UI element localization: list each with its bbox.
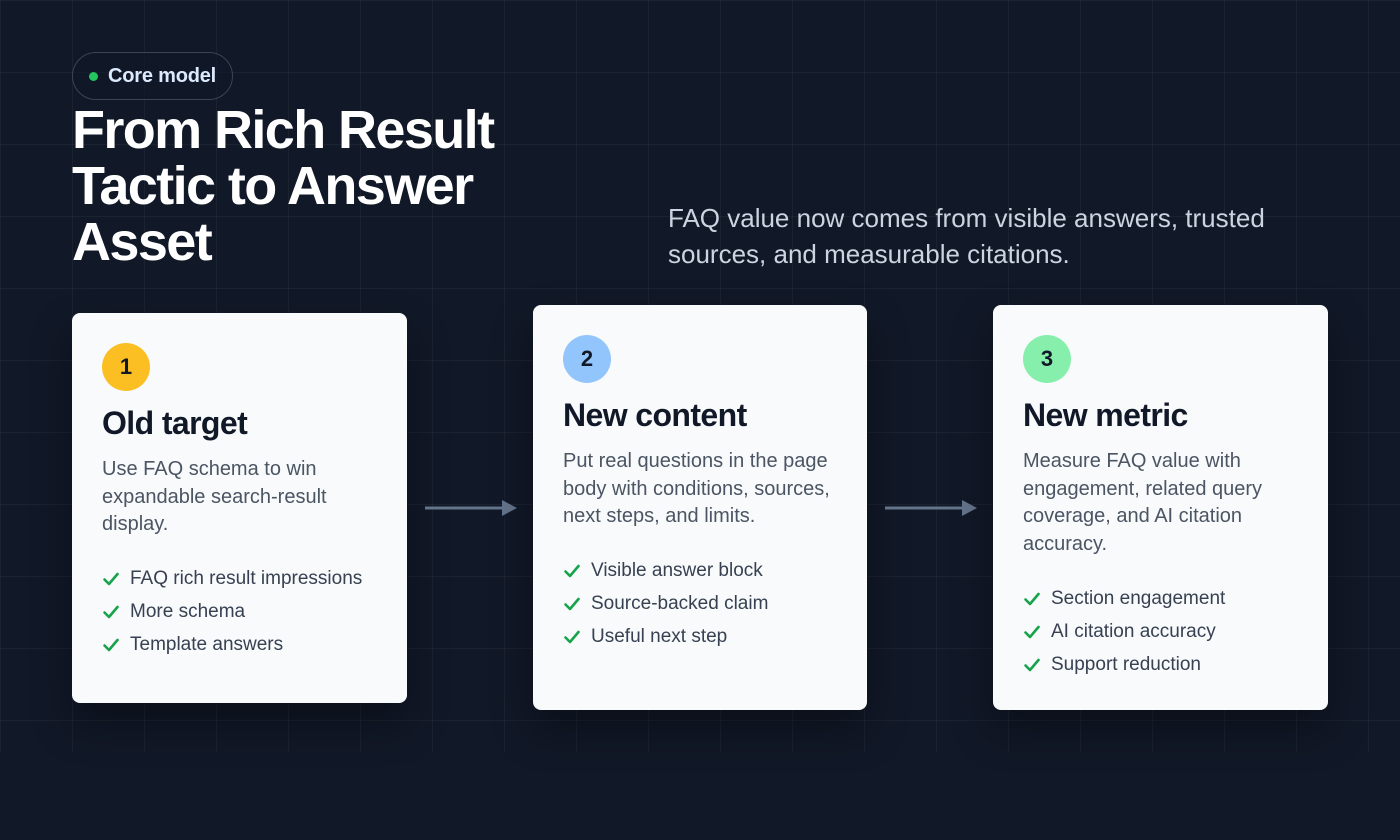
check-icon [1024,592,1040,605]
check-icon [103,605,119,619]
checklist-item: Template answers [102,629,377,662]
step-card-old-target: 1 Old target Use FAQ schema to win expan… [72,313,407,703]
step-number-badge: 2 [563,335,611,383]
card-title: New content [563,397,747,433]
checklist-item-label: Template answers [130,634,284,655]
page-title: From Rich Result Tactic to Answer Asset [72,100,495,272]
checklist-item: More schema [102,596,377,629]
step-card-new-metric: 3 New metric Measure FAQ value with enga… [993,305,1328,710]
checklist-item: FAQ rich result impressions [102,563,377,596]
checklist: FAQ rich result impressions More schema … [102,563,377,662]
card-description: Put real questions in the page body with… [563,450,830,527]
step-number-badge: 1 [102,343,150,391]
check-icon [564,597,580,611]
card-title: Old target [102,405,248,441]
check-icon [103,572,119,586]
checklist-item-label: Source-backed claim [591,593,769,614]
checklist-item: Support reduction [1023,648,1298,681]
checklist-item-label: More schema [130,601,246,622]
check-icon [1024,658,1040,671]
status-dot-icon [89,71,98,81]
card-title: New metric [1023,397,1188,433]
step-card-new-content: 2 New content Put real questions in the … [533,305,867,710]
card-description: Use FAQ schema to win expandable search-… [102,458,327,535]
checklist-item: Useful next step [563,621,837,654]
badge-label: Core model [108,64,217,87]
checklist-item-label: AI citation accuracy [1051,620,1216,642]
check-icon [564,630,580,644]
checklist-item-label: Section engagement [1051,587,1226,609]
checklist-item: Source-backed claim [563,588,837,621]
page-subtitle: FAQ value now comes from visible answers… [668,203,1265,269]
arrow-right-icon [885,500,977,516]
checklist: Visible answer block Source-backed claim… [563,555,837,654]
card-description: Measure FAQ value with engagement, relat… [1023,450,1263,555]
check-icon [1024,625,1040,638]
check-icon [564,564,580,578]
checklist-item-label: FAQ rich result impressions [130,568,363,589]
checklist: Section engagement AI citation accuracy … [1023,582,1298,681]
section-badge: Core model [72,52,234,100]
checklist-item-label: Visible answer block [591,560,763,581]
checklist-item: AI citation accuracy [1023,615,1298,648]
checklist-item-label: Support reduction [1051,653,1201,675]
checklist-item: Section engagement [1023,582,1298,615]
checklist-item-label: Useful next step [591,626,728,647]
step-number-badge: 3 [1023,335,1071,383]
check-icon [103,638,119,652]
checklist-item: Visible answer block [563,555,837,588]
arrow-right-icon [425,500,517,516]
